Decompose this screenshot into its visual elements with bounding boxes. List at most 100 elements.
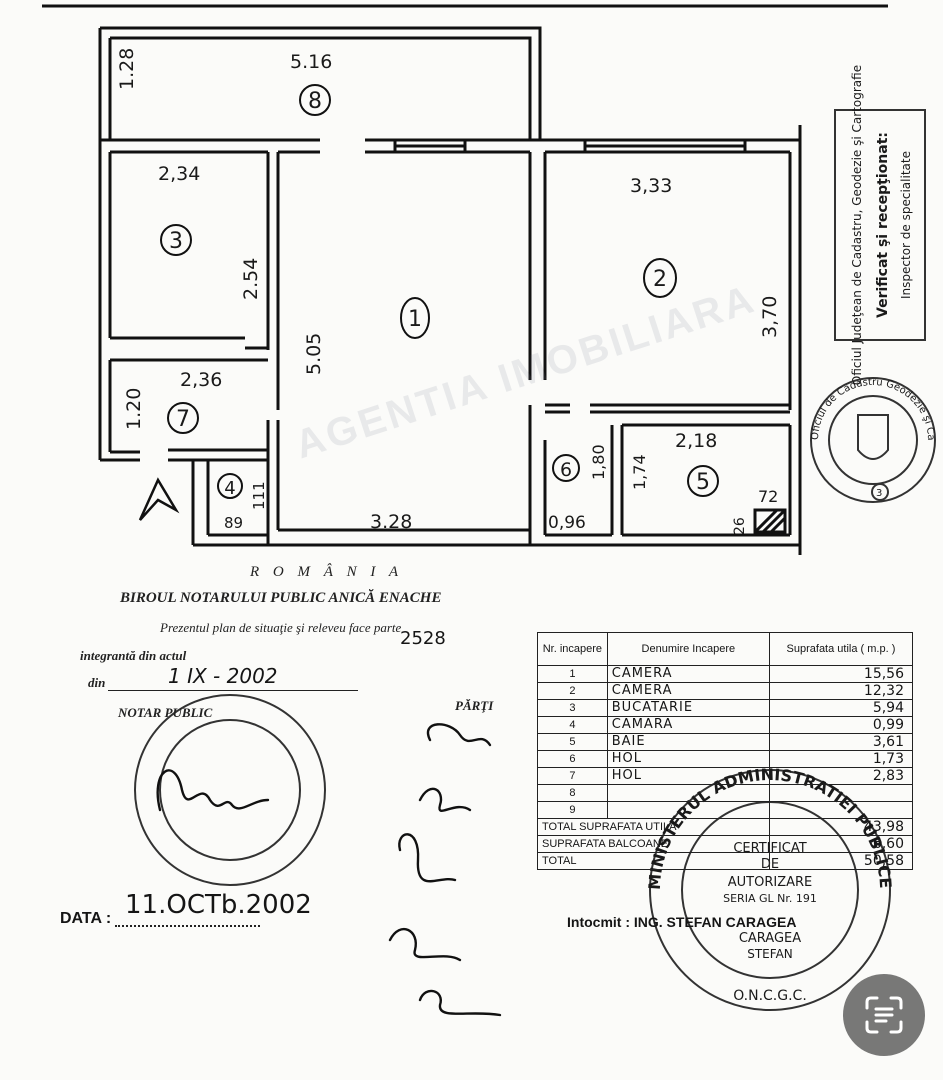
room-2-label: 2 bbox=[653, 267, 667, 292]
area-table: Nr. incapere Denumire Incapere Suprafata… bbox=[537, 632, 914, 870]
dim-room5-width: 2,18 bbox=[675, 430, 717, 452]
date-underline bbox=[108, 690, 358, 691]
room-8-label: 8 bbox=[308, 89, 322, 114]
balcoane-value: 6,60 bbox=[768, 835, 914, 853]
verif-line2: Inspector de specialitate bbox=[899, 151, 913, 299]
row-area: 1,73 bbox=[768, 750, 914, 768]
row-name: BUCATARIE bbox=[606, 699, 770, 717]
row-name bbox=[606, 801, 770, 819]
party-signatures bbox=[388, 723, 502, 1017]
dim-room5-niche-b: 26 bbox=[732, 517, 748, 535]
data-label: DATA : bbox=[60, 910, 112, 927]
notary-line2: integrantă din actul bbox=[80, 648, 187, 663]
dim-room1-width: 3.28 bbox=[370, 511, 412, 533]
parti-label: PĂRŢI bbox=[455, 698, 494, 713]
data-value: 11.OCTb.2002 bbox=[125, 890, 312, 920]
row-name bbox=[606, 784, 770, 802]
act-number: 2528 bbox=[400, 628, 446, 649]
entrance-arrow-icon bbox=[138, 477, 180, 521]
dim-room2-width: 3,33 bbox=[630, 175, 672, 197]
dim-room2-depth: 3,70 bbox=[759, 296, 781, 338]
room-6-label: 6 bbox=[560, 459, 572, 481]
cert-name: CARAGEA bbox=[739, 931, 801, 946]
row-name: HOL bbox=[606, 750, 770, 768]
walls bbox=[98, 26, 802, 555]
notary-office: BIROUL NOTARULUI PUBLIC ANICĂ ENACHE bbox=[120, 590, 442, 606]
row-nr: 5 bbox=[537, 733, 608, 751]
room-8-marker bbox=[299, 84, 331, 116]
room-7-label: 7 bbox=[176, 407, 190, 432]
row-area: 2,83 bbox=[768, 767, 914, 785]
cert-sub: STEFAN bbox=[747, 947, 793, 961]
dim-room7-width: 2,36 bbox=[180, 369, 222, 391]
room-3-label: 3 bbox=[169, 229, 183, 254]
notary-stamp bbox=[134, 694, 326, 886]
row-area: 3,61 bbox=[768, 733, 914, 751]
room-5-marker bbox=[687, 465, 719, 497]
room-3-marker bbox=[160, 224, 192, 256]
notary-line3-value: 1 IX - 2002 bbox=[168, 664, 278, 688]
col-area: Suprafata utila ( m.p. ) bbox=[768, 632, 914, 666]
cert-line4: SERIA GL Nr. 191 bbox=[723, 892, 817, 905]
table-row: 9 bbox=[537, 801, 914, 819]
room-1-marker bbox=[400, 297, 430, 339]
total-label: TOTAL bbox=[537, 852, 770, 870]
dim-room6-depth: 1,80 bbox=[589, 444, 608, 480]
room-4-marker bbox=[217, 473, 243, 499]
table-header: Nr. incapere Denumire Incapere Suprafata… bbox=[537, 632, 914, 666]
row-area: 12,32 bbox=[768, 682, 914, 700]
row-nr: 2 bbox=[537, 682, 608, 700]
row-name: BAIE bbox=[606, 733, 770, 751]
row-area: 15,56 bbox=[768, 665, 914, 683]
balcoane-label: SUPRAFATA BALCOANE bbox=[537, 835, 770, 853]
dim-room3-width: 2,34 bbox=[158, 163, 200, 185]
intocmit-label: Intocmit : ING. STEFAN CARAGEA bbox=[567, 914, 797, 930]
cert-bottom: O.N.C.G.C. bbox=[733, 988, 807, 1004]
row-nr: 3 bbox=[537, 699, 608, 717]
dim-room8-depth: 1.28 bbox=[116, 48, 138, 90]
dim-room3-depth: 2.54 bbox=[240, 258, 262, 300]
col-nr: Nr. incapere bbox=[537, 632, 608, 666]
text-scan-button[interactable] bbox=[843, 974, 925, 1056]
dim-room4-width: 89 bbox=[224, 514, 243, 532]
dim-room4-depth: 111 bbox=[250, 481, 268, 510]
table-row: 8 bbox=[537, 784, 914, 802]
room-1-label: 1 bbox=[408, 307, 422, 332]
verif-ring-text: Oficiul Judeţean de Cadastru, Geodezie ş… bbox=[850, 65, 864, 385]
verif-line1: Verificat şi recepţionat: bbox=[875, 132, 891, 318]
row-area bbox=[768, 801, 914, 819]
row-area: 5,94 bbox=[768, 699, 914, 717]
seal-number: 3 bbox=[876, 488, 882, 499]
row-nr: 4 bbox=[537, 716, 608, 734]
verification-stamp: Oficiul Judeţean de Cadastru, Geodezie ş… bbox=[834, 65, 926, 385]
row-nr: 7 bbox=[537, 767, 608, 785]
row-nr: 6 bbox=[537, 750, 608, 768]
dim-room8-width: 5.16 bbox=[290, 51, 332, 73]
row-name: CAMARA bbox=[606, 716, 770, 734]
col-name: Denumire Incapere bbox=[606, 632, 770, 666]
room-2-marker bbox=[643, 258, 677, 298]
cert-line3: AUTORIZARE bbox=[728, 875, 813, 890]
room-6-marker bbox=[552, 454, 580, 482]
row-nr: 8 bbox=[537, 784, 608, 802]
row-area bbox=[768, 784, 914, 802]
total-util-label: TOTAL SUPRAFATA UTILA bbox=[537, 818, 770, 836]
room-5-label: 5 bbox=[696, 470, 710, 495]
dim-room5-depth: 1,74 bbox=[630, 454, 649, 490]
notar-public-label: NOTAR PUBLIC bbox=[118, 705, 213, 720]
room-7-marker bbox=[167, 402, 199, 434]
row-area: 0,99 bbox=[768, 716, 914, 734]
total-util-value: 43,98 bbox=[768, 818, 914, 836]
notary-signature bbox=[156, 769, 270, 812]
dim-room5-niche-a: 72 bbox=[758, 487, 778, 506]
total-value: 50,58 bbox=[768, 852, 914, 870]
